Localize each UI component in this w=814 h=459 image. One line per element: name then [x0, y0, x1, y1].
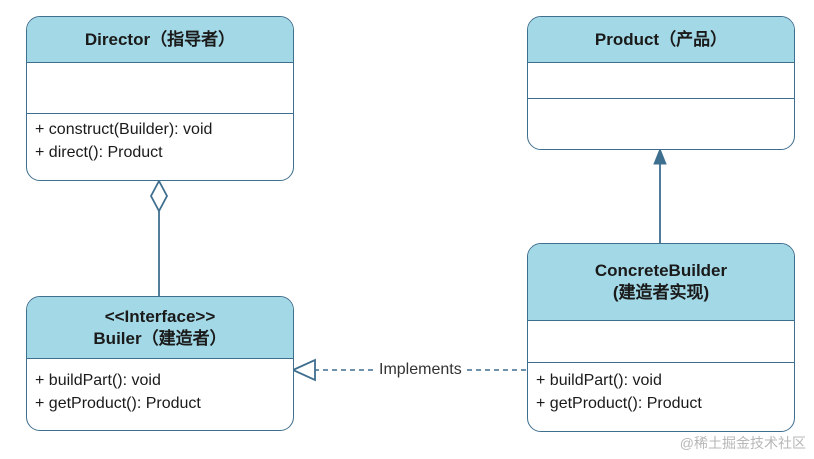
director-class-header: Director（指导者）: [27, 17, 293, 63]
aggregation-diamond: [149, 179, 169, 213]
association-arrowhead: [653, 147, 667, 165]
director-op-direct: + direct(): Product: [35, 144, 163, 161]
concrete-builder-class: ConcreteBuilder (建造者实现) + buildPart(): v…: [527, 243, 795, 432]
product-class-header: Product（产品）: [528, 17, 794, 63]
director-operations: + construct(Builder): void + direct(): P…: [27, 114, 293, 168]
director-class-name: Director（指导者）: [84, 29, 236, 49]
builder-op-getproduct: + getProduct(): Product: [35, 395, 201, 412]
director-class: Director（指导者） + construct(Builder): void…: [26, 16, 294, 181]
director-attributes: [27, 63, 293, 114]
builder-interface-header: <<Interface>> Builer（建造者）: [27, 297, 293, 359]
director-op-construct: + construct(Builder): void: [35, 121, 213, 138]
product-operations: [528, 99, 794, 149]
concrete-builder-attributes: [528, 321, 794, 363]
implements-label: Implements: [377, 359, 464, 381]
concrete-builder-op-buildpart: + buildPart(): void: [536, 372, 662, 389]
builder-op-buildpart: + buildPart(): void: [35, 372, 161, 389]
watermark: @稀土掘金技术社区: [679, 435, 806, 451]
concrete-builder-name-line1: ConcreteBuilder: [594, 261, 728, 280]
builder-stereotype: <<Interface>>: [104, 306, 216, 326]
builder-interface-name: Builer（建造者）: [93, 328, 227, 348]
concrete-builder-operations: + buildPart(): void + getProduct(): Prod…: [528, 363, 794, 419]
concrete-builder-op-getproduct: + getProduct(): Product: [536, 395, 702, 412]
product-class-name: Product（产品）: [594, 29, 728, 49]
builder-interface: <<Interface>> Builer（建造者） + buildPart():…: [26, 296, 294, 431]
concrete-builder-name-line2: (建造者实现): [612, 283, 710, 302]
builder-operations: + buildPart(): void + getProduct(): Prod…: [27, 359, 293, 419]
product-class: Product（产品）: [527, 16, 795, 150]
realization-triangle: [290, 358, 316, 382]
product-attributes: [528, 63, 794, 99]
concrete-builder-class-header: ConcreteBuilder (建造者实现): [528, 244, 794, 321]
